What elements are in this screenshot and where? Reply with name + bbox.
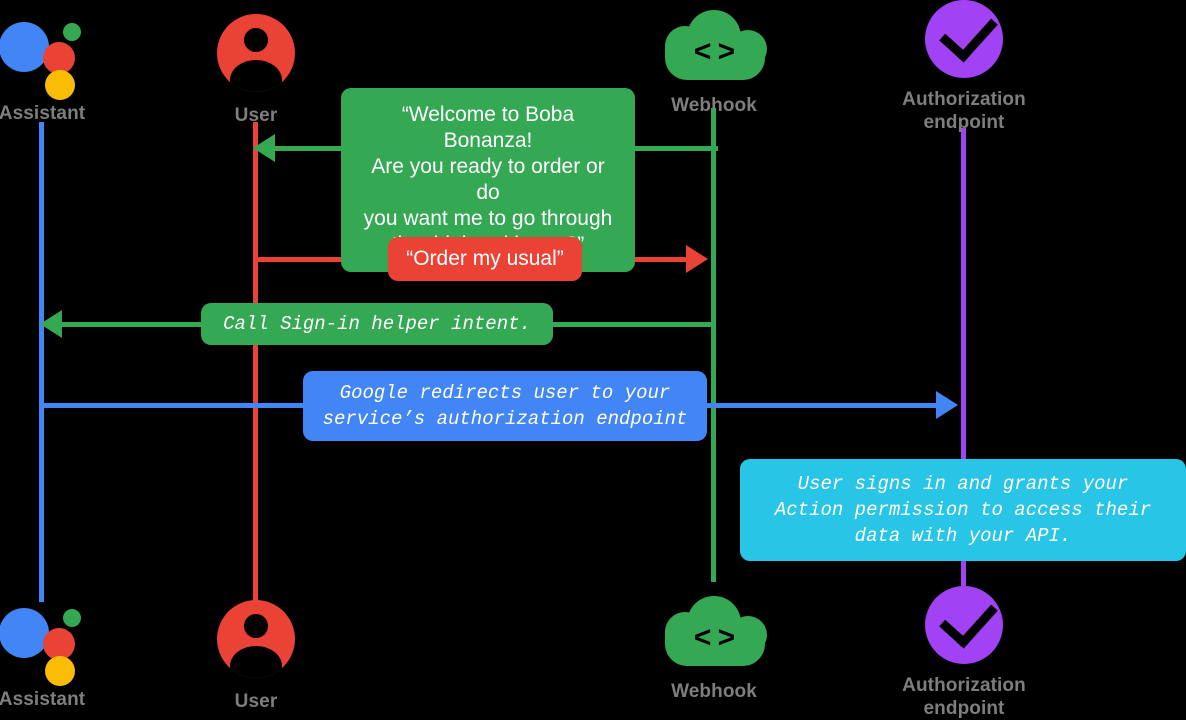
actor-auth-bottom: Authorization endpoint [864,586,1064,720]
check-circle-icon [925,0,1003,78]
code-brackets-glyph: < > [693,621,735,654]
message-bubble-grant-permission: User signs in and grants your Action per… [740,459,1186,561]
lifeline-webhook [711,108,716,582]
user-body-shape [230,60,282,92]
actor-assistant-bottom: Assistant [0,600,142,711]
actor-label-auth-line2: endpoint [923,698,1005,719]
actor-assistant-top: Assistant [0,14,142,125]
message-bubble-redirect: Google redirects user to your service’s … [303,371,707,441]
user-head-shape [244,614,268,638]
assistant-dot-green [63,609,81,627]
actor-user-bottom: User [156,600,356,713]
actor-label-assistant: Assistant [0,689,86,710]
actor-label-user: User [234,105,278,126]
user-avatar-icon [217,600,295,678]
assistant-dot-red [43,42,75,74]
arrowhead-signin-left [40,310,62,338]
assistant-dot-blue [0,608,49,658]
cloud-base [665,44,765,80]
message-bubble-signin: Call Sign-in helper intent. [201,303,553,345]
check-circle-icon [925,586,1003,664]
user-body-shape [230,646,282,678]
bubble-line: “Order my usual” [406,247,564,270]
bubble-line: User signs in and grants your [797,473,1129,495]
bubble-line: data with your API. [854,525,1072,547]
actor-label-user: User [234,691,278,712]
checkmark-shape [939,588,998,649]
checkmark-shape [939,2,998,63]
lifeline-assistant [39,122,44,602]
actor-webhook-top: < > Webhook [614,10,814,117]
actor-label-webhook: Webhook [671,681,757,702]
google-assistant-dots-icon [0,14,85,100]
actor-auth-top: Authorization endpoint [864,0,1064,134]
assistant-dot-yellow [45,656,75,686]
assistant-dot-blue [0,22,49,72]
arrowhead-redirect-right [936,391,958,419]
lifeline-user [253,122,258,602]
bubble-line: service’s authorization endpoint [322,408,688,430]
cloud-code-icon: < > [659,596,769,670]
actor-label-auth-line2: endpoint [923,112,1005,133]
user-head-shape [244,28,268,52]
actor-webhook-bottom: < > Webhook [614,596,814,703]
bubble-line: Google redirects user to your [339,382,671,404]
actor-label-auth-line1: Authorization [902,675,1026,696]
code-brackets-glyph: < > [693,35,735,68]
message-bubble-order: “Order my usual” [388,237,582,281]
assistant-dot-red [43,628,75,660]
bubble-line: “Welcome to Boba Bonanza! [401,103,575,152]
actor-user-top: User [156,14,356,127]
arrowhead-welcome-left [253,134,275,162]
lifeline-auth [961,128,966,586]
cloud-base [665,630,765,666]
cloud-code-icon: < > [659,10,769,84]
assistant-dot-green [63,23,81,41]
bubble-line: Are you ready to order or do [371,155,605,204]
arrowhead-order-right [686,245,708,273]
actor-label-webhook: Webhook [671,95,757,116]
assistant-dot-yellow [45,70,75,100]
user-avatar-icon [217,14,295,92]
actor-label-assistant: Assistant [0,103,86,124]
google-assistant-dots-icon [0,600,85,686]
bubble-line: Call Sign-in helper intent. [223,313,531,335]
bubble-line: Action permission to access their [774,499,1152,521]
bubble-line: you want me to go through [363,207,613,230]
actor-label-auth-line1: Authorization [902,89,1026,110]
